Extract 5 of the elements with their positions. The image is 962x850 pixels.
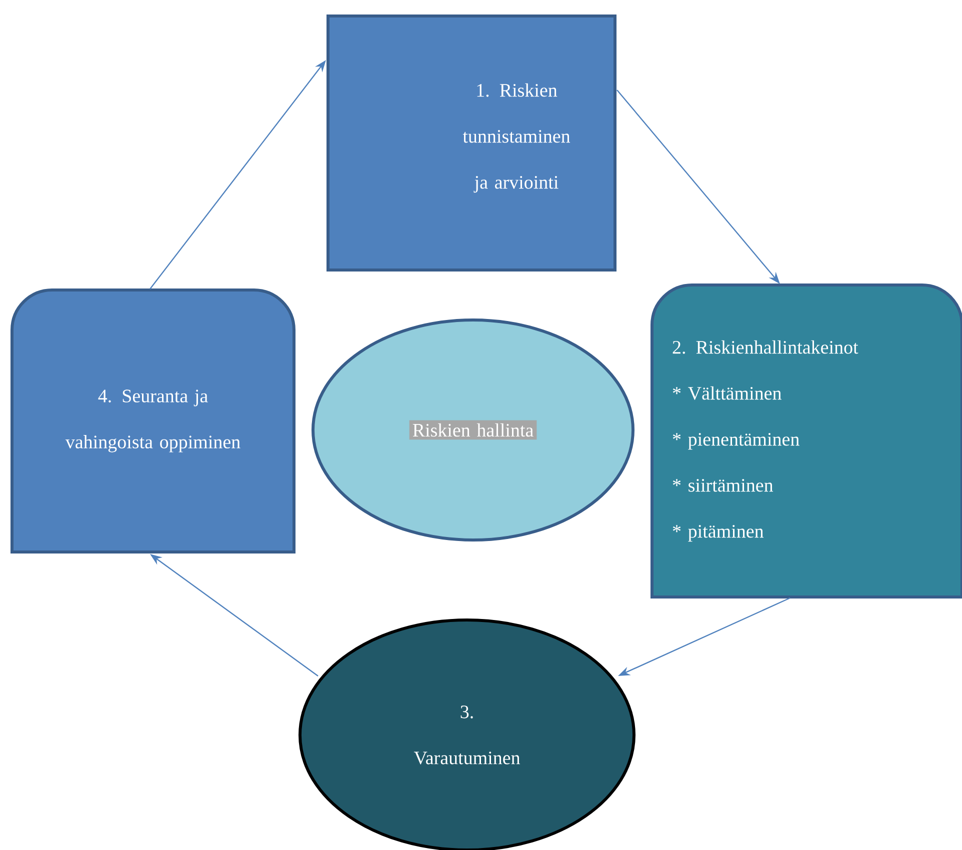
process-box: 1. Riskien tunnistaminen ja arviointi (326, 14, 616, 272)
ellipse-node: Riskien hallinta (312, 318, 634, 542)
process-box: 2. Riskienhallintakeinot * Välttäminen * pienentäminen * siirtäminen * pitäminen (650, 284, 962, 598)
process-box: 4. Seuranta ja vahingoista oppiminen (10, 288, 296, 554)
ellipse-node: 3. Varautuminen (298, 618, 636, 850)
